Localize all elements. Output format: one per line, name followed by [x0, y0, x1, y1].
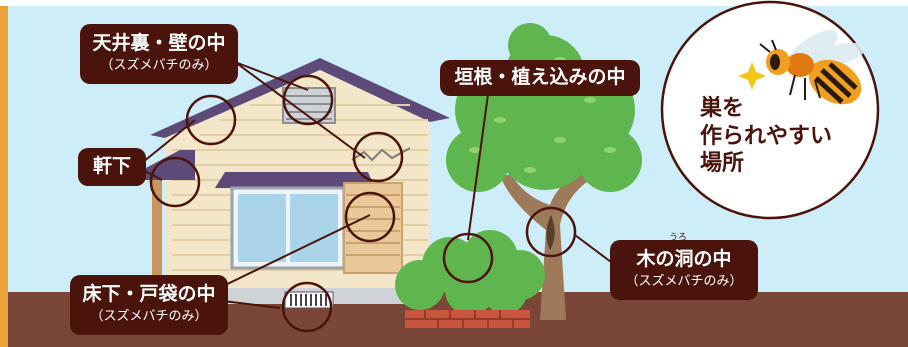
label-attic-sub: （スズメバチのみ） — [100, 58, 218, 73]
label-underfloor-sub: （スズメバチのみ） — [90, 309, 208, 324]
left-frame — [0, 0, 8, 347]
target-floor-vent — [281, 281, 333, 333]
tree-hollow — [546, 215, 555, 250]
window-awning — [215, 172, 375, 188]
window-pane-left — [238, 194, 286, 262]
window-pane-right — [290, 194, 338, 262]
label-tree-hollow-sub: （スズメバチのみ） — [625, 274, 743, 289]
label-attic-main: 天井裏・壁の中 — [92, 32, 226, 54]
hornet-icon — [759, 30, 866, 105]
target-shutter-box — [344, 191, 396, 243]
label-underfloor-main: 床下・戸袋の中 — [82, 283, 216, 305]
target-hedge — [442, 232, 494, 284]
house-roof — [150, 58, 450, 138]
label-underfloor: 床下・戸袋の中 （スズメバチのみ） — [70, 275, 228, 335]
target-porch-eave — [149, 156, 201, 208]
target-attic-vent — [282, 74, 334, 126]
shutter-box — [343, 182, 403, 274]
wall-crack — [351, 147, 411, 162]
label-eaves: 軒下 — [78, 148, 146, 186]
target-tree-hollow — [525, 206, 577, 258]
badge-text: 巣を 作られやすい 場所 — [700, 95, 832, 178]
connector-lines — [142, 61, 616, 309]
label-hedge-main: 垣根・植え込みの中 — [454, 66, 626, 88]
target-wall-crack — [352, 131, 404, 183]
badge-line-3: 場所 — [700, 151, 745, 176]
target-roof-edge — [185, 94, 237, 146]
porch-post — [152, 180, 162, 292]
hedge — [395, 230, 545, 328]
sparkle-icon — [738, 62, 766, 90]
label-tree-hollow: 木の洞の中 （スズメバチのみ） — [610, 240, 758, 300]
badge-line-2: 作られやすい — [700, 123, 833, 149]
label-tree-hollow-main: 木の洞の中 — [636, 248, 732, 270]
label-hedge: 垣根・植え込みの中 — [440, 60, 640, 96]
house — [142, 58, 450, 309]
top-border — [0, 0, 908, 6]
label-attic-wall: 天井裏・壁の中 （スズメバチのみ） — [80, 24, 238, 84]
label-tree-hollow-ruby: うろ — [669, 233, 688, 243]
badge-line-1: 巣を — [700, 96, 745, 121]
label-eaves-main: 軒下 — [92, 155, 131, 177]
porch-roof — [142, 150, 195, 180]
